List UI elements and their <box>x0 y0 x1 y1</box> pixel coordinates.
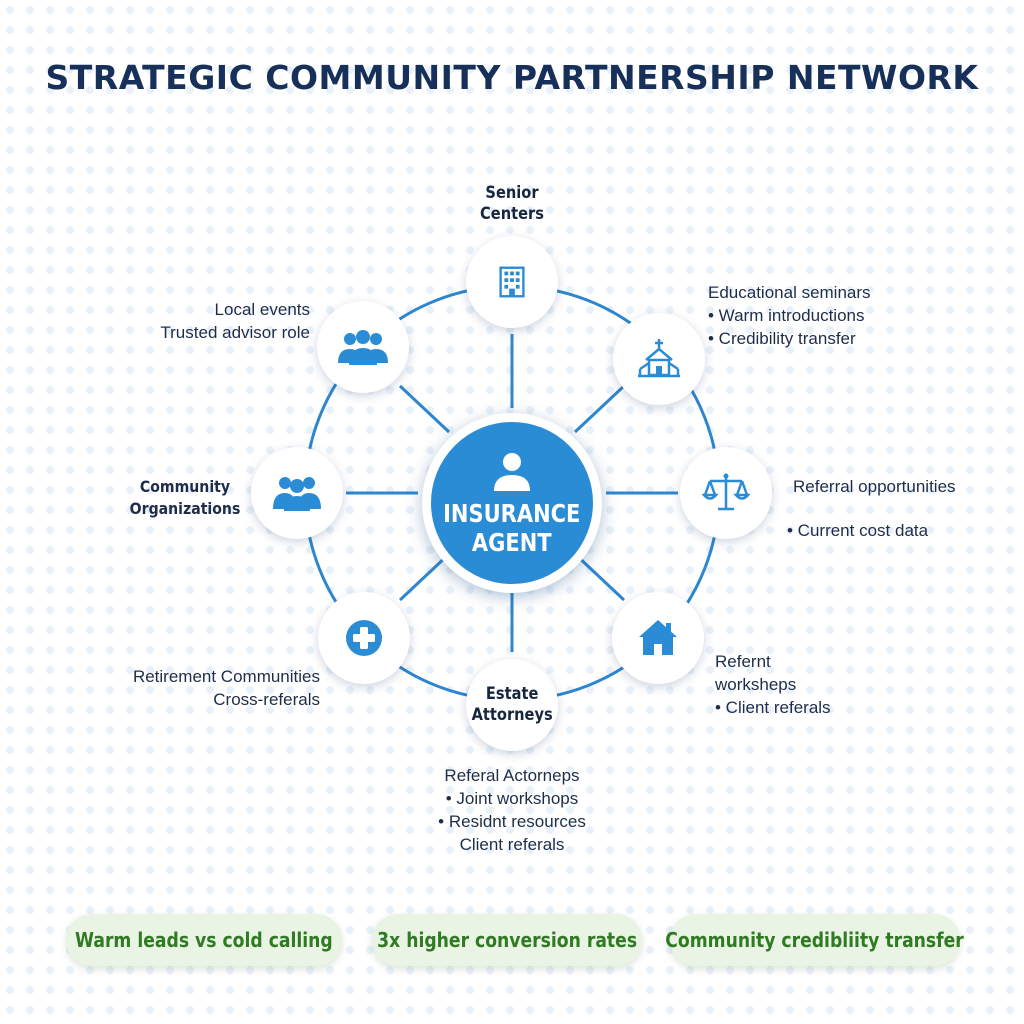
pill-community-credibility: Community credibliity transfer <box>666 914 964 966</box>
spokes <box>346 334 678 652</box>
person-icon <box>494 453 530 491</box>
church-icon <box>638 339 680 378</box>
spoke-top-left <box>398 384 451 434</box>
node-home[interactable] <box>612 592 704 684</box>
pill-conversion-rates: 3x higher conversion rates <box>372 914 642 966</box>
note-right: Referral opportunities <box>793 477 956 496</box>
note-top-right: Educational seminars • Warm introduction… <box>708 283 871 348</box>
spoke-top-right <box>573 384 626 434</box>
note-right-sub: • Current cost data <box>787 521 929 540</box>
node-local-events[interactable] <box>317 301 409 393</box>
scales-icon <box>702 473 750 511</box>
node-community-organizations[interactable] <box>251 447 343 539</box>
spoke-bottom-right <box>573 552 626 602</box>
senior-centers-label: Senior Centers <box>480 183 544 224</box>
community-organizations-label: Community Organizations <box>129 477 241 518</box>
note-bottom: Referal Actorneps • Joint workshops • Re… <box>438 766 586 854</box>
node-estate-attorneys[interactable]: Estate Attorneys <box>466 659 558 751</box>
people-icon <box>338 330 388 365</box>
building-icon <box>499 266 525 298</box>
medical-cross-icon <box>346 620 382 656</box>
node-medical[interactable] <box>318 592 410 684</box>
page-title: STRATEGIC COMMUNITY PARTNERSHIP NETWORK <box>45 58 979 97</box>
spoke-bottom-left <box>398 552 451 602</box>
note-bottom-right: Refernt worksheps • Client referals <box>715 652 831 717</box>
pill-warm-leads: Warm leads vs cold calling <box>66 914 342 966</box>
house-icon <box>639 620 677 655</box>
estate-attorneys-label: Estate Attorneys <box>471 684 553 725</box>
group-icon <box>273 477 321 511</box>
node-legal[interactable] <box>680 447 772 539</box>
node-senior-centers[interactable] <box>466 236 558 328</box>
node-church[interactable] <box>613 313 705 405</box>
hub-label: INSURANCE AGENT <box>443 499 581 557</box>
note-top-left: Local events Trusted advisor role <box>160 300 310 342</box>
note-bottom-left: Retirement Communities Cross-referals <box>132 667 320 709</box>
hub-insurance-agent[interactable]: INSURANCE AGENT <box>422 413 602 593</box>
